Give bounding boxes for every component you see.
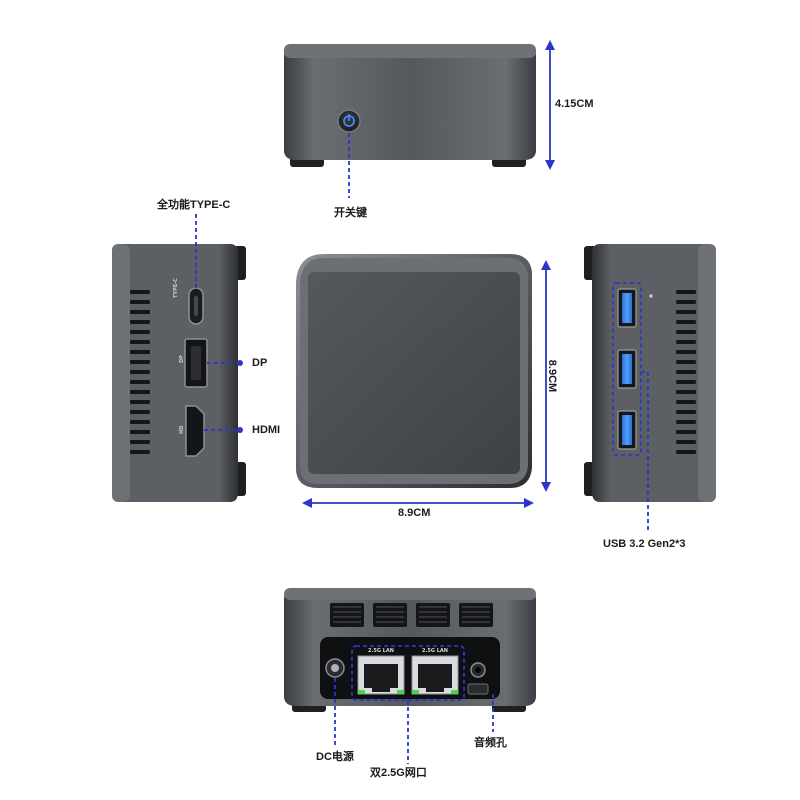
usb-label: USB 3.2 Gen2*3	[603, 538, 686, 550]
typec-marking: TYPE-C	[173, 278, 179, 298]
height-label: 4.15CM	[555, 98, 594, 110]
audio-label: 音频孔	[474, 737, 507, 749]
hdmi-label: HDMI	[252, 424, 281, 436]
hd-marking: HD	[179, 425, 185, 434]
front-view	[284, 44, 536, 167]
dp-label: DP	[252, 357, 268, 369]
top-view	[296, 254, 532, 488]
power-button-label: 开关键	[334, 207, 367, 219]
left-side-view	[112, 244, 246, 502]
dp-marking: DP	[179, 355, 185, 363]
typec-label: 全功能TYPE-C	[157, 199, 231, 211]
dc-label: DC电源	[316, 751, 354, 763]
lan1-marking: 2.5G LAN	[368, 648, 394, 654]
rear-view	[284, 588, 536, 712]
depth-label: 8.9CM	[546, 359, 559, 393]
lan-label: 双2.5G网口	[370, 767, 427, 779]
lan2-marking: 2.5G LAN	[422, 648, 448, 654]
right-side-view	[584, 244, 716, 502]
width-label: 8.9CM	[398, 507, 431, 519]
